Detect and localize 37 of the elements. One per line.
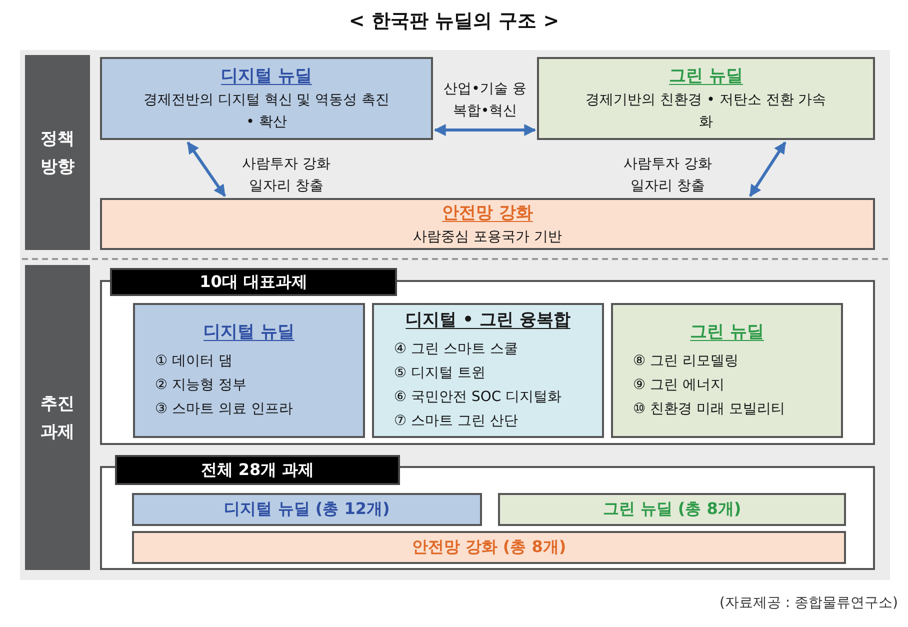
category-box: [611, 303, 843, 438]
box-heading: 디지털 • 그린 융복합: [406, 309, 570, 331]
list-item: ③ 스마트 의료 인프라: [155, 400, 293, 419]
section-label: 정책 방향: [25, 55, 90, 250]
list-item: ⑦ 스마트 그린 산단: [394, 412, 518, 431]
category-box: [537, 57, 875, 140]
category-box: [100, 198, 875, 250]
list-item: ⑧ 그린 리모델링: [633, 352, 738, 371]
list-item: ④ 그린 스마트 스쿨: [394, 340, 518, 359]
tab-heading: 전체 28개 과제: [115, 455, 400, 485]
list-item: ⑨ 그린 에너지: [633, 376, 724, 395]
caption: (자료제공 : 종합물류연구소): [719, 594, 898, 612]
category-box: [133, 303, 365, 438]
task-bar: 안전망 강화 (총 8개): [132, 531, 846, 564]
box-heading: 그린 뉴딜: [669, 65, 743, 87]
list-item: ② 지능형 정부: [155, 376, 246, 395]
tab-heading: 10대 대표과제: [110, 268, 397, 296]
list-item: ⑩ 친환경 미래 모빌리티: [633, 400, 785, 419]
list-item: ① 데이터 댐: [155, 352, 232, 371]
double-arrow: [186, 142, 226, 197]
list-item: ⑥ 국민안전 SOC 디지털화: [394, 388, 562, 407]
list-item: ⑤ 디지털 트윈: [394, 364, 486, 383]
description: 경제전반의 디지털 혁신 및 역동성 촉진 • 확산: [142, 91, 391, 132]
box-heading: 디지털 뉴딜: [221, 65, 312, 87]
category-box: [372, 303, 604, 438]
task-bar: 디지털 뉴딜 (총 12개): [132, 493, 482, 526]
box-heading: 안전망 강화: [442, 202, 533, 224]
description: 사람중심 포용국가 기반: [413, 228, 562, 246]
description: 경제기반의 친환경 • 저탄소 전환 가속화: [584, 91, 828, 132]
task-bar: 그린 뉴딜 (총 8개): [498, 493, 846, 526]
double-arrow: [748, 141, 786, 197]
double-arrow: [434, 124, 536, 136]
section-label: 추진 과제: [25, 265, 90, 570]
category-box: [100, 57, 433, 140]
box-heading: 그린 뉴딜: [690, 321, 764, 343]
title: < 한국판 뉴딜의 구조 >: [348, 9, 560, 34]
box-heading: 디지털 뉴딜: [204, 321, 294, 343]
